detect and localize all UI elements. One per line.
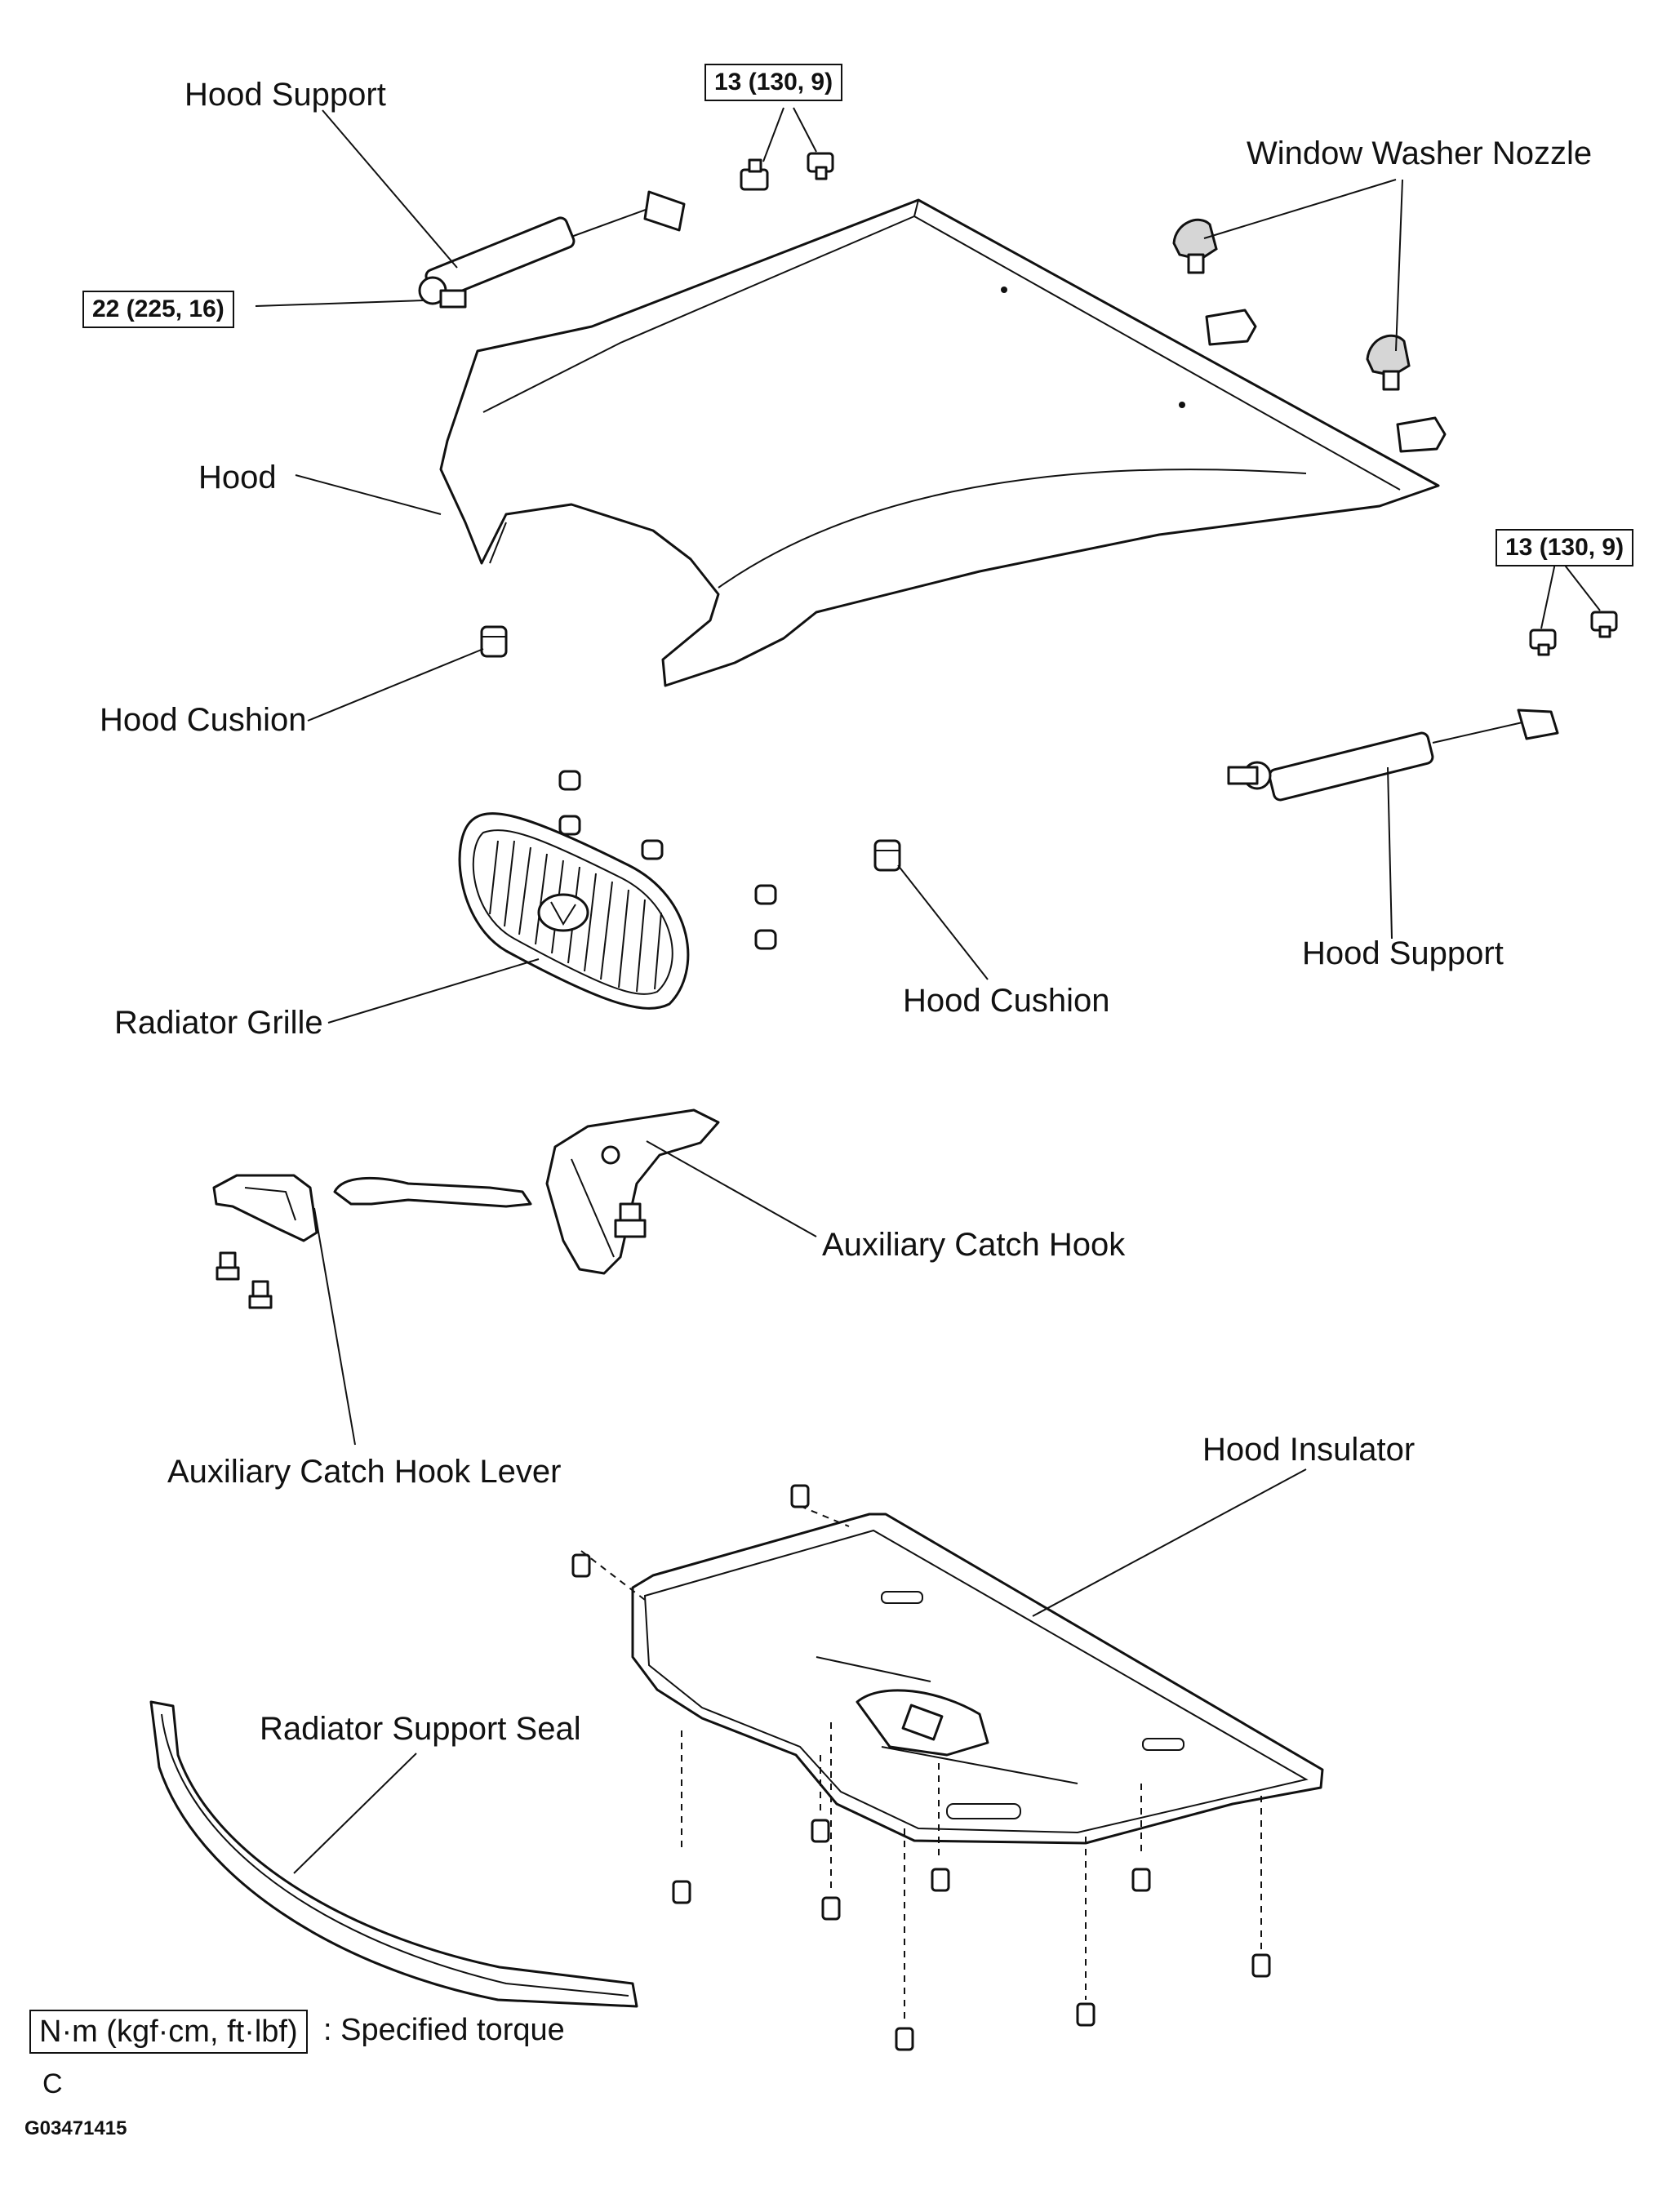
- grille-nut-1: [558, 770, 581, 791]
- radiator-grille-part: [458, 812, 690, 1010]
- lever-screw-1: [216, 1251, 240, 1281]
- radiator-support-seal-label: Radiator Support Seal: [260, 1711, 581, 1747]
- washer-grommet-2: [1396, 416, 1447, 453]
- lever-screw-2: [248, 1280, 273, 1309]
- hood-support-label: Hood Support: [184, 77, 386, 113]
- hood-support-top-leader: [322, 109, 458, 269]
- washer-leader-1: [1203, 179, 1397, 239]
- insulator-clips: [571, 1484, 1271, 2051]
- auxiliary-catch-hook-lever-label: Auxiliary Catch Hook Lever: [167, 1454, 562, 1490]
- figure-code: G03471415: [24, 2117, 127, 2139]
- grille-nut-5: [754, 929, 777, 950]
- auxiliary-catch-hook-label: Auxiliary Catch Hook: [822, 1227, 1126, 1263]
- hood-cushion-left-label: Hood Cushion: [100, 702, 307, 738]
- hood-panel: [439, 198, 1440, 687]
- auxiliary-catch-hook-lever-leader: [313, 1207, 356, 1446]
- radiator-support-seal-part: [149, 1700, 638, 2008]
- torque-unit-legend-box: N·m (kgf·cm, ft·lbf): [29, 2010, 308, 2054]
- window-washer-nozzle-2: [1366, 334, 1411, 391]
- hood-insulator-label: Hood Insulator: [1202, 1432, 1416, 1468]
- auxiliary-catch-hook-lever-part: [212, 1174, 318, 1242]
- torque-left-leader: [255, 300, 425, 307]
- grille-nut-2: [558, 815, 581, 836]
- hood-insulator-leader: [1032, 1468, 1307, 1617]
- radiator-support-seal-leader: [293, 1753, 417, 1874]
- hood-label: Hood: [198, 460, 277, 495]
- hood-leader: [295, 474, 442, 515]
- window-washer-nozzle-label: Window Washer Nozzle: [1247, 135, 1593, 171]
- bolt-right-1: [1529, 629, 1557, 656]
- bolt-top-1: [740, 158, 769, 191]
- auxiliary-catch-hook-leader: [646, 1140, 817, 1237]
- torque-legend-description: : Specified torque: [323, 2013, 565, 2047]
- radiator-grille-leader: [327, 958, 540, 1024]
- hood-insulator-part: [631, 1513, 1324, 1845]
- washer-grommet-1: [1205, 309, 1257, 346]
- washer-leader-2: [1395, 179, 1403, 352]
- figure-letter: C: [42, 2068, 63, 2099]
- window-washer-nozzle-1: [1172, 218, 1218, 274]
- hood-support-right-label: Hood Support: [1302, 935, 1504, 971]
- auxiliary-catch-hook-part: [333, 1108, 720, 1275]
- torque-box-right: 13 (130, 9): [1496, 529, 1634, 566]
- catch-hook-bolt: [614, 1202, 647, 1238]
- bolt-right-2: [1590, 611, 1618, 638]
- hood-support-left: [418, 190, 686, 309]
- hood-support-right-leader: [1387, 766, 1393, 940]
- hood-support-right: [1227, 709, 1559, 802]
- torque-box-top: 13 (130, 9): [704, 64, 843, 101]
- hood-cushion-center-label: Hood Cushion: [903, 983, 1110, 1019]
- bolt-top-2: [807, 152, 834, 180]
- grille-nut-4: [754, 884, 777, 905]
- torque-box-left: 22 (225, 16): [82, 291, 234, 328]
- hood-cushion-left-part: [480, 625, 508, 658]
- hood-cushion-center-part: [873, 839, 901, 872]
- radiator-grille-label: Radiator Grille: [114, 1005, 323, 1041]
- grille-nut-3: [641, 839, 664, 860]
